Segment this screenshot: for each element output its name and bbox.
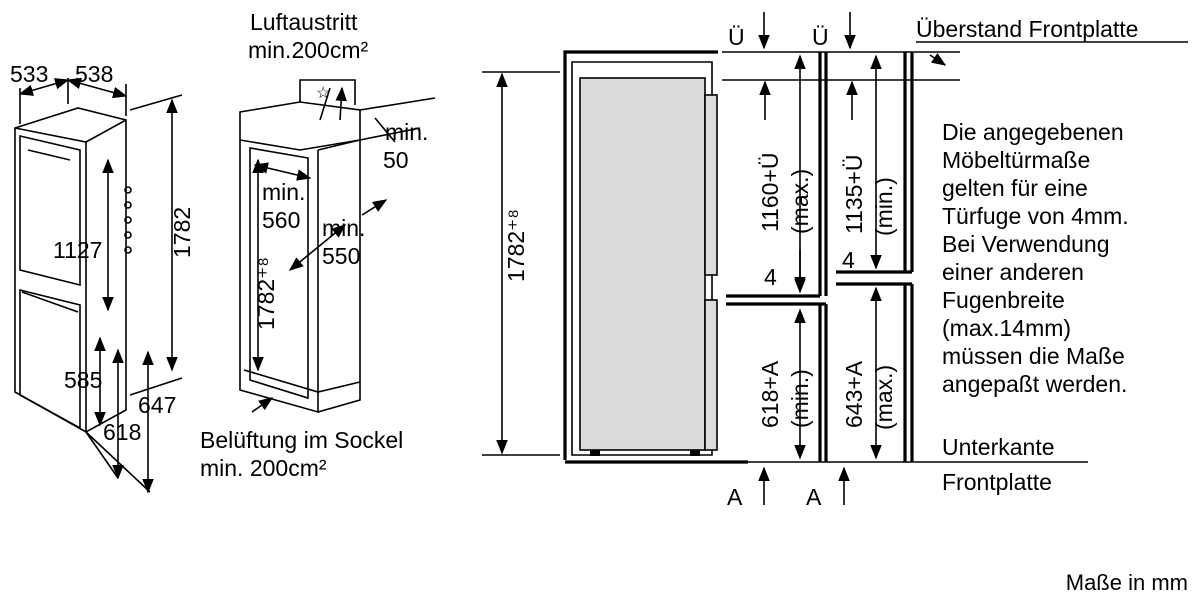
min560-label-1: min. bbox=[262, 179, 305, 205]
hinge-set bbox=[124, 186, 132, 254]
min50-label-2: 50 bbox=[383, 147, 409, 173]
lower-door-handle bbox=[21, 291, 79, 313]
overhang-title: Überstand Frontplatte bbox=[916, 16, 1138, 42]
appliance-outline bbox=[571, 61, 713, 456]
min560-label-2: 560 bbox=[262, 207, 300, 233]
overhang-lines bbox=[722, 51, 960, 81]
note-line: Bei Verwendung bbox=[942, 231, 1110, 257]
height-647-label: 647 bbox=[138, 392, 176, 418]
upper-door-min-label: 1135+Ü bbox=[841, 154, 867, 234]
height-585-label: 585 bbox=[64, 367, 102, 393]
niche-isometric-figure: ☆ Luftaustritt min.200cm² min. 50 min. 5… bbox=[200, 9, 436, 481]
depth2-label: 538 bbox=[75, 61, 113, 87]
note-line: gelten für eine bbox=[942, 175, 1088, 201]
door-dimension-figure: 1782⁺⁸ Ü Ü Überstand Frontplatte 1160+Ü … bbox=[482, 12, 1188, 510]
u-left-label: Ü bbox=[728, 24, 745, 50]
u-right-label: Ü bbox=[812, 24, 829, 50]
height-upper-label: 1127 bbox=[53, 237, 102, 263]
niche-height-label: 1782⁺⁸ bbox=[253, 257, 279, 330]
star-icon: ☆ bbox=[316, 85, 330, 102]
min550-dimension-line bbox=[288, 224, 347, 271]
bottom-edge-label-1: Unterkante bbox=[942, 434, 1055, 460]
gap-left-label: 4 bbox=[764, 264, 777, 290]
housing-outline bbox=[563, 50, 718, 460]
air-outlet-label-2: min.200cm² bbox=[248, 37, 368, 63]
min550-label-1: min. bbox=[322, 215, 365, 241]
upper-door-min-note: (min.) bbox=[871, 177, 897, 236]
note-line: (max.14mm) bbox=[942, 315, 1071, 341]
lower-door-panel bbox=[704, 299, 718, 451]
foot-left bbox=[590, 450, 600, 456]
door-gap-right bbox=[836, 270, 912, 286]
depth1-label: 533 bbox=[10, 61, 48, 87]
a-right-label: A bbox=[806, 484, 822, 510]
ventilation-label-2: min. 200cm² bbox=[200, 455, 327, 481]
min50-dimension-lines bbox=[359, 97, 436, 143]
note-line: Die angegebenen bbox=[942, 119, 1124, 145]
niche-side-right bbox=[317, 138, 361, 413]
depth1-dimension-line bbox=[18, 78, 70, 96]
gap-right-label: 4 bbox=[842, 247, 855, 273]
bottom-edge-label-2: Frontplatte bbox=[942, 469, 1052, 495]
height-618-label: 618 bbox=[103, 419, 141, 445]
height-extension-lines bbox=[129, 94, 183, 396]
height-total-label: 1782 bbox=[169, 207, 195, 258]
overhang-title-leader bbox=[929, 53, 947, 66]
niche-inner-opening bbox=[249, 147, 309, 400]
appliance-isometric-figure: 533 538 1782 1127 585 618 647 bbox=[10, 61, 195, 494]
front-board-left bbox=[818, 52, 828, 296]
note-line: angepaßt werden. bbox=[942, 371, 1127, 397]
air-outlet-label-1: Luftaustritt bbox=[250, 9, 358, 35]
note-line: Türfuge von 4mm. bbox=[942, 203, 1129, 229]
front-board-right-lower bbox=[903, 284, 914, 462]
a-left-label: A bbox=[727, 484, 743, 510]
min550-label-2: 550 bbox=[322, 243, 360, 269]
upper-door-handle bbox=[27, 149, 71, 161]
niche-top-frame bbox=[239, 101, 361, 151]
door-gap-left bbox=[726, 294, 826, 306]
upper-door bbox=[19, 134, 81, 287]
lower-door-min-note: (min.) bbox=[787, 369, 813, 428]
upper-door-max-note: (max.) bbox=[787, 169, 813, 234]
section-height-label: 1782⁺⁸ bbox=[503, 209, 529, 282]
note-line: einer anderen bbox=[942, 259, 1084, 285]
upper-door-max-label: 1160+Ü bbox=[757, 152, 783, 232]
lower-door bbox=[19, 288, 81, 430]
front-board-right-upper bbox=[903, 52, 914, 272]
lower-door-max-note: (max.) bbox=[871, 365, 897, 430]
appliance-body-shaded bbox=[579, 77, 706, 451]
depth2-dimension-line bbox=[66, 77, 128, 99]
upper-door-panel bbox=[704, 94, 718, 276]
min550-leader bbox=[361, 199, 388, 216]
appliance-body-outline bbox=[14, 107, 127, 433]
note-line: Fugenbreite bbox=[942, 287, 1065, 313]
note-line: müssen die Maße bbox=[942, 343, 1125, 369]
base-extension-lines bbox=[85, 431, 151, 493]
front-board-left-lower bbox=[818, 304, 828, 462]
units-note: Maße in mm bbox=[1066, 570, 1188, 595]
min560-dimension-line bbox=[253, 162, 312, 181]
ventilation-arrow bbox=[251, 397, 274, 413]
air-outlet-arrows bbox=[319, 88, 342, 121]
min50-label-1: min. bbox=[385, 119, 428, 145]
niche-height-extension-lines bbox=[482, 71, 560, 456]
lower-door-max-label: 643+A bbox=[841, 360, 867, 428]
note-line: Möbeltürmaße bbox=[942, 147, 1090, 173]
lower-door-min-label: 618+A bbox=[757, 360, 783, 428]
ventilation-label-1: Belüftung im Sockel bbox=[200, 427, 403, 453]
niche-front-left bbox=[239, 140, 319, 414]
door-note: Die angegebenen Möbeltürmaße gelten für … bbox=[942, 119, 1129, 397]
foot-right bbox=[690, 450, 700, 456]
niche-plinth-line bbox=[243, 369, 361, 393]
